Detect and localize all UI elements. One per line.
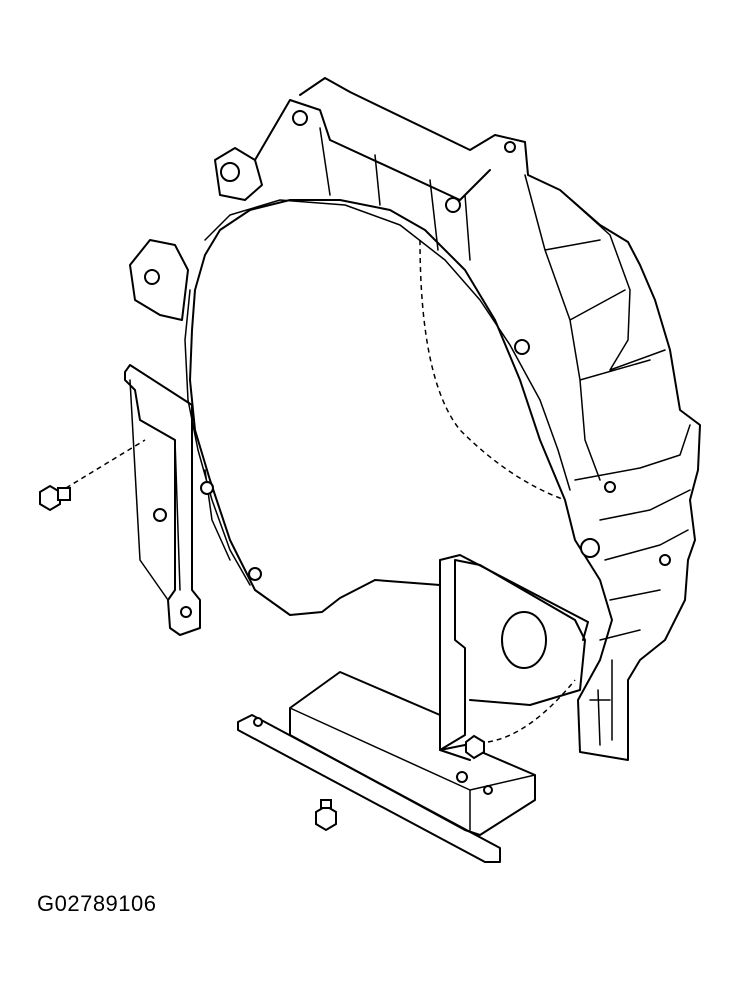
bell-housing-left-rim-inner <box>184 289 251 586</box>
bell-housing-lower-leg <box>589 659 613 746</box>
lower-bracket-hole <box>253 717 263 727</box>
bell-housing-right-boss <box>574 424 691 641</box>
bell-housing-side-shell <box>524 174 666 481</box>
bell-housing <box>129 77 701 761</box>
bolt-hole <box>248 567 262 581</box>
bell-housing-top-rim <box>254 99 491 201</box>
lower-bracket-large-hole <box>501 611 547 669</box>
bell-housing-hidden-opening <box>419 239 566 501</box>
bolt-hole <box>144 269 160 285</box>
lower-cover-bracket <box>237 554 589 863</box>
bolt-hole <box>514 339 530 355</box>
bolt-hole <box>580 538 600 558</box>
lower-bracket-hole <box>456 771 468 783</box>
bolt-hole <box>220 162 240 182</box>
left-bracket-hole <box>180 606 192 618</box>
bolt-hole <box>504 141 516 153</box>
bell-housing-left-lower-ear <box>129 239 189 321</box>
bolt-hole <box>292 110 308 126</box>
bolt-hole <box>153 508 167 522</box>
bolt-hole <box>659 554 671 566</box>
figure-code-label: G02789106 <box>37 891 157 916</box>
lower-bracket-strip <box>237 714 501 863</box>
left-bracket-plate <box>65 364 201 636</box>
bell-housing-outer-flange <box>189 77 701 761</box>
left-bolt-guide-line <box>65 439 146 489</box>
bolt-hole <box>445 197 461 213</box>
lower-bolt-guide-line <box>487 679 576 743</box>
bolt-center <box>465 734 485 760</box>
bolt-bottom <box>315 799 337 832</box>
bolt-hole <box>604 481 616 493</box>
lower-bracket-hole <box>483 785 493 795</box>
bell-housing-top-web <box>319 127 471 261</box>
left-bracket-fold <box>129 379 181 601</box>
bell-housing-inner-rim <box>204 199 571 491</box>
bell-housing-left-ear <box>214 147 263 201</box>
bolt-left <box>39 484 71 512</box>
bolt-hole <box>200 481 214 495</box>
lower-bracket-base-edge <box>289 707 536 831</box>
left-bracket-outline <box>124 364 201 636</box>
